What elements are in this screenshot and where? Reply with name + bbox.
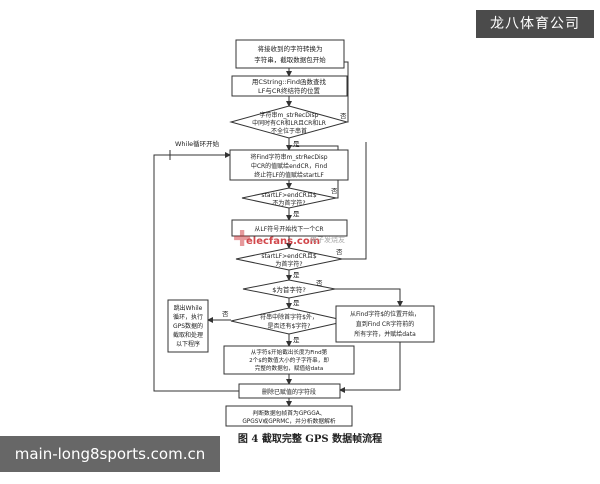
no-label: 否 [336,248,343,256]
assign-box [229,149,349,181]
find-cr-right-line-1: 从Find字符$的位置开始， [350,310,420,318]
cmp1-line-1: startLF>endCR且$ [261,192,316,199]
svg-text:✚: ✚ [233,227,251,252]
yes-label: 是 [293,299,300,307]
start-line-2: 字符串，截取数据包开始 [254,55,326,64]
yes-label: 是 [293,271,300,279]
check-all-diamond [229,105,349,139]
brand-badge: 龙八体育公司 [476,10,594,38]
cmp2-line-1: startLF>endCR且$ [261,253,316,260]
dollar-first-text: $为首字符? [272,285,306,294]
site-url-banner[interactable]: main-long8sports.com.cn [0,436,220,472]
jump-out-line-5: 以下程序 [176,340,200,348]
delete-cr-box [231,219,348,237]
judge-box [225,405,353,427]
assign-line-3: 终止符LF的值赋给startLF [254,171,324,179]
check-all-line-1: 字符串m_strRecDisp [260,111,319,119]
start-line-1: 将接收到的字符转换为 [258,44,323,53]
cmp1-line-2: 不为首字符? [272,199,305,207]
cmp1-diamond [241,187,337,209]
remove-text: 删除已赋值的字符段 [262,388,316,396]
no-label: 否 [340,112,347,120]
find-crlf-box [231,75,348,97]
cmp2-line-2: 为首字符? [275,260,302,268]
watermark-logo: ✚ elecfans.com 电子发烧友 [233,227,345,252]
watermark-cn: 电子发烧友 [310,235,345,244]
figure-caption: 图 4 截取完整 GPS 数据帧流程 [237,434,383,445]
jump-out-line-4: 截取和处理 [173,331,203,339]
yes-label: 是 [293,336,300,344]
delete-cr-line: 从LF符号开始找下一个CR [254,225,323,233]
substring-line-2: 2个$的数值大小的子字符串，即 [249,356,329,364]
jump-out-line-1: 跳出While [174,304,203,312]
assign-line-2: 中CR的值赋给endCR，Find [251,162,328,170]
no-label: 否 [316,279,323,287]
no-label: 否 [331,187,338,195]
check-all-line-2: 中同时有CR和LR且CR和LR [252,119,326,127]
substring-box [223,345,355,375]
jump-out-line-3: GPS数据的 [173,322,203,330]
find-crlf-line-1: 用CString::Find函数查找 [252,77,327,86]
remove-box [238,383,341,399]
other-dollar-diamond [230,307,348,335]
assign-line-1: 将Find字符串m_strRecDisp [250,153,327,161]
check-all-line-3: 不全位于串首 [271,127,307,135]
substring-line-1: 从字符$开始截出长度为Find第 [251,348,328,356]
find-cr-right-line-3: 所有字符，并赋给data [354,330,416,338]
dollar-first-diamond [242,279,336,299]
substring-line-3: 完整的数据包，赋值给data [255,364,324,372]
find-crlf-line-2: LF与CR终结符的位置 [258,86,320,95]
cmp2-diamond [235,247,343,271]
judge-line-2: GPGSV或GPRMC，并分析数据解析 [242,417,336,425]
other-dollar-line-2: 是否还有$字符? [267,322,310,330]
jump-out-line-2: 循环，执行 [173,313,203,321]
other-dollar-line-1: 符串中除首字符$外， [260,313,318,321]
jump-out-box [167,299,209,353]
find-cr-right-box [335,305,435,343]
start-box [235,39,345,69]
judge-line-1: 判断数据包帧首为GPGGA、 [252,409,325,417]
find-cr-right-line-2: 直到Find CR字符前的 [356,320,415,328]
no-label: 否 [222,310,229,318]
yes-label: 是 [293,140,300,148]
loop-label: While循环开始 [175,139,220,148]
yes-label: 是 [293,210,300,218]
watermark-text: elecfans.com [246,236,320,247]
